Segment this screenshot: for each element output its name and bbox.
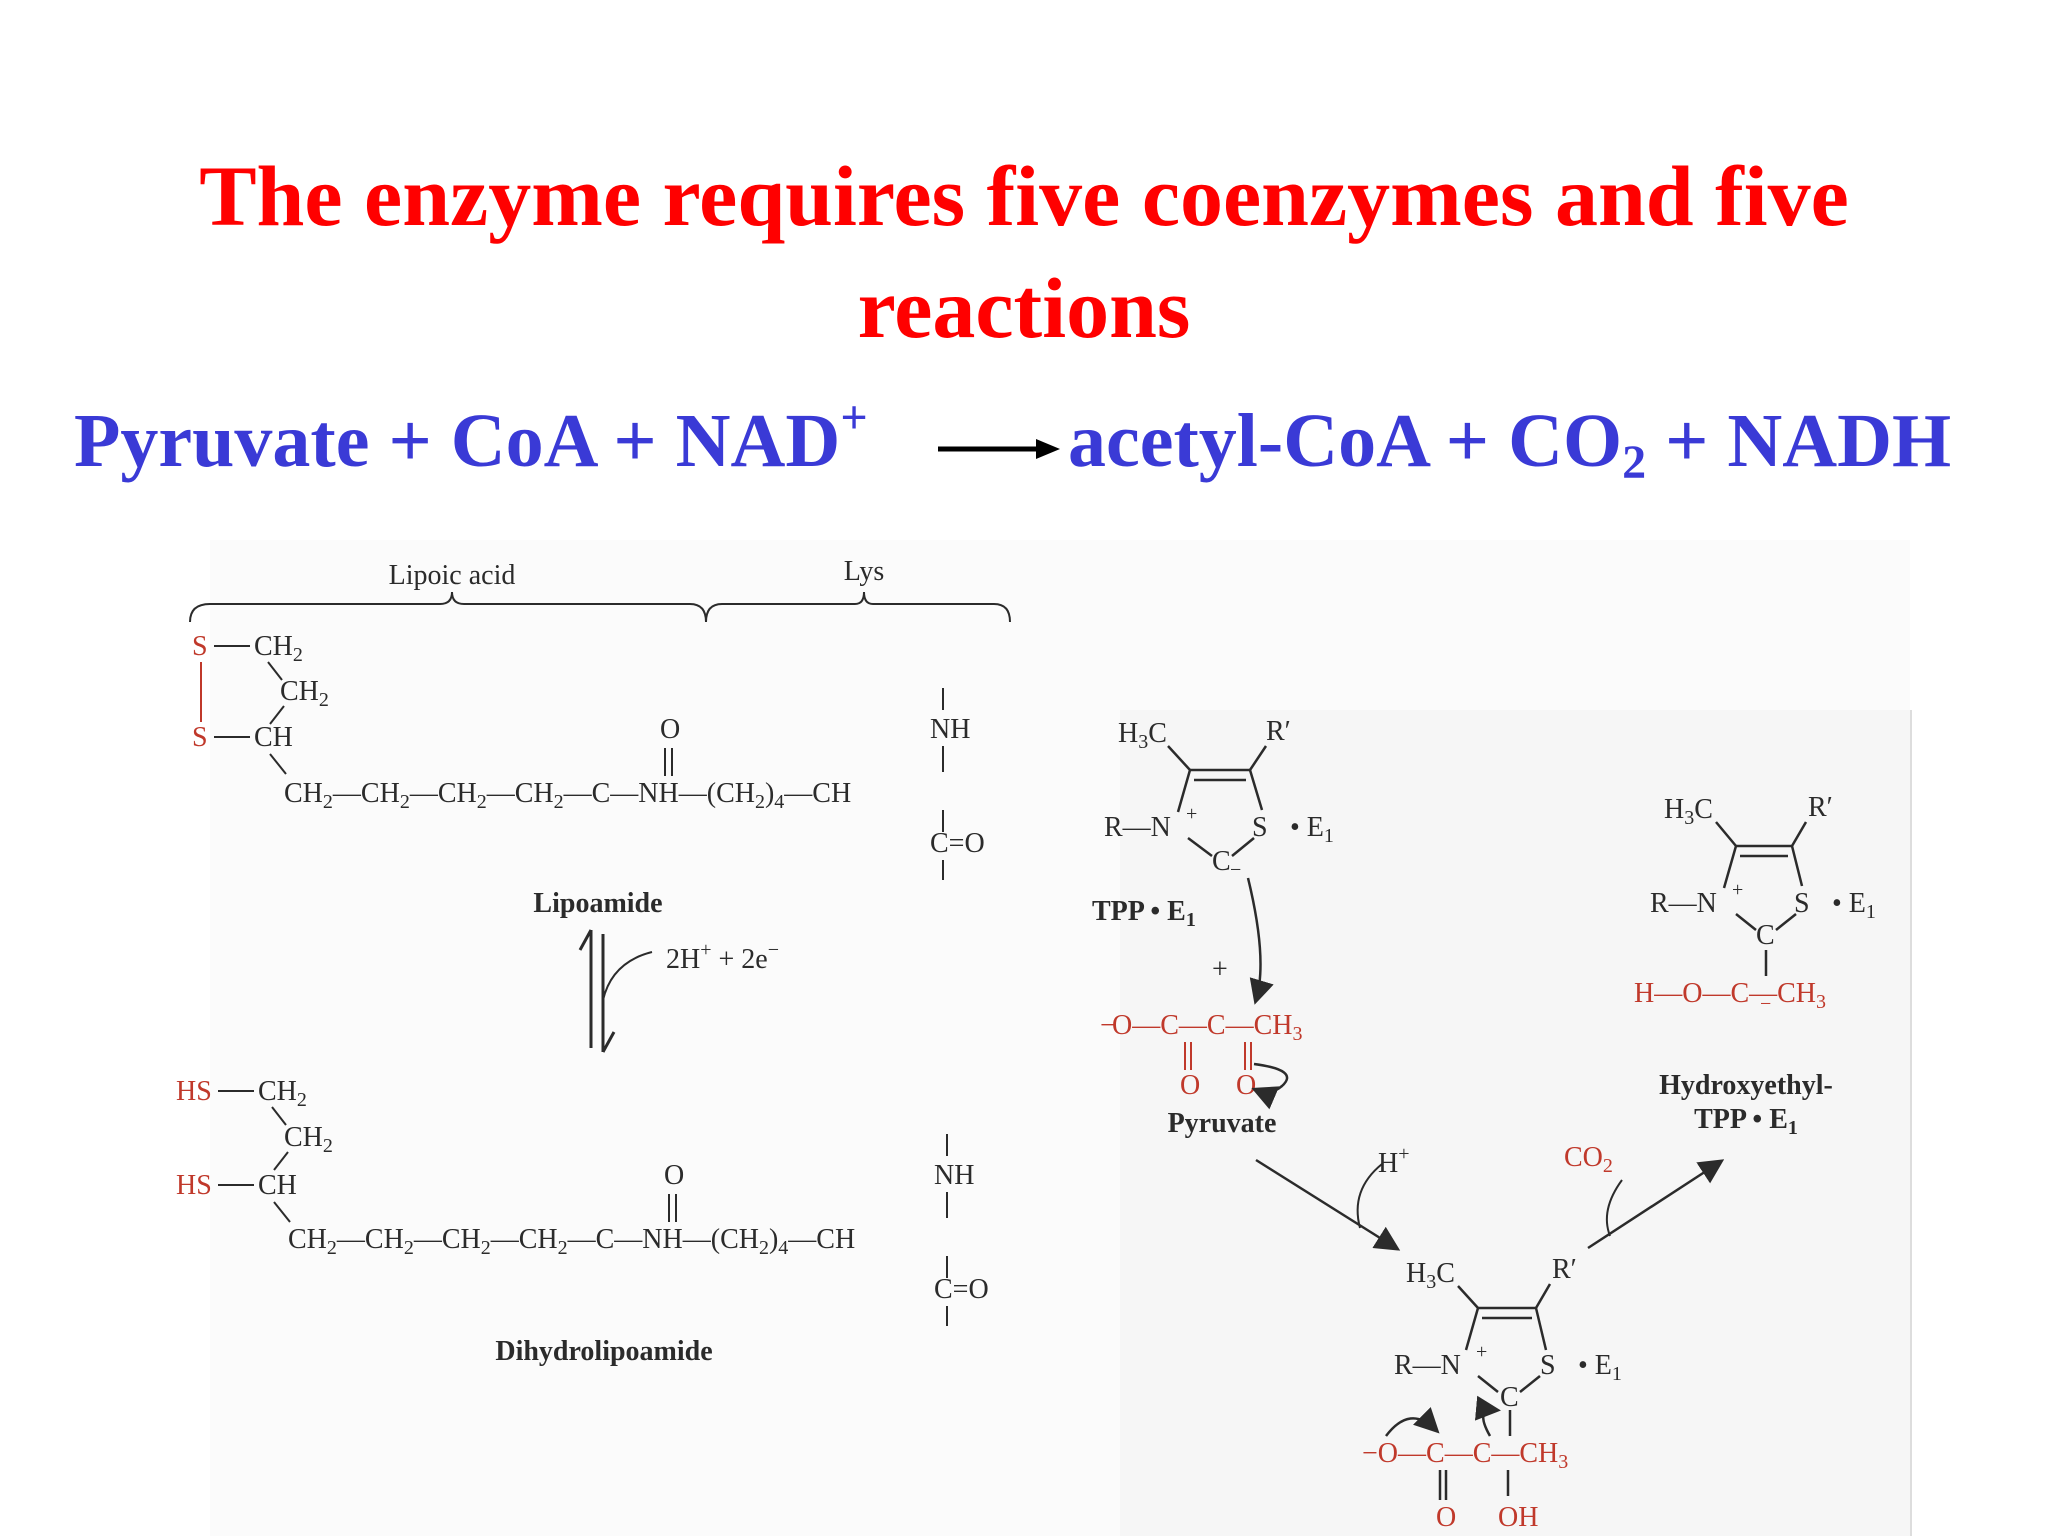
svg-text:O—C—C—CH3: O—C—C—CH3	[1112, 1010, 1302, 1045]
r-n-group: R—N	[1650, 888, 1717, 919]
lipoic-acid-label: Lipoic acid	[389, 560, 516, 591]
co2-label: CO2	[1564, 1142, 1613, 1177]
carbonyl-group: C=O	[934, 1274, 989, 1305]
lipoamide-label: Lipoamide	[533, 888, 662, 919]
carbanion: C	[1212, 846, 1231, 877]
nad-charge: +	[840, 391, 868, 444]
sulfur-atom: S	[1794, 888, 1810, 919]
nh-group: NH	[934, 1160, 974, 1191]
svg-text:−: −	[1100, 1010, 1116, 1041]
reaction-arrow-icon	[938, 439, 1060, 459]
ch2-group: CH2	[280, 676, 329, 711]
positive-charge: +	[1476, 1341, 1487, 1363]
h3c-group: H3C	[1406, 1258, 1455, 1293]
carbonyl-group: C=O	[930, 828, 985, 859]
svg-text:O: O	[1180, 1070, 1200, 1101]
slide-title: The enzyme requires five coenzymes and f…	[0, 140, 2048, 364]
e1-enzyme: • E1	[1290, 812, 1334, 847]
carbonyl-oxygen: O	[1436, 1502, 1456, 1533]
alkyl-chain: CH2—CH2—CH2—CH2—C—NH—(CH2)4—CH	[288, 1224, 855, 1259]
e1-enzyme: • E1	[1832, 888, 1876, 923]
e1-enzyme: • E1	[1578, 1350, 1622, 1385]
r-prime-group: R′	[1266, 716, 1291, 747]
carbon-atom: C	[1500, 1382, 1519, 1413]
lipoamide-structure: Lipoic acid Lys S CH2 CH2 S CH CH2—CH2—C…	[176, 556, 1011, 1367]
negative-charge: −	[1230, 859, 1241, 881]
r-prime-group: R′	[1552, 1254, 1577, 1285]
h-plus-label: H+	[1378, 1143, 1410, 1179]
hydroxyethyl-label-line1: Hydroxyethyl-	[1659, 1070, 1833, 1101]
hydroxyethyl-group: H—O—C—CH3	[1634, 978, 1826, 1013]
diagram-panel-background	[1120, 710, 1912, 1536]
reaction-arrow-icon	[1255, 1158, 1401, 1251]
carbonyl-oxygen: O	[664, 1160, 684, 1191]
sulfur-atom: S	[192, 722, 208, 753]
ch-group: CH	[258, 1170, 297, 1201]
tpp-e1-label: TPP • E1	[1092, 896, 1196, 931]
title-line-1: The enzyme requires five coenzymes and f…	[199, 148, 1849, 244]
r-prime-group: R′	[1808, 792, 1833, 823]
co2-subscript: 2	[1622, 436, 1647, 489]
sulfur-atom: S	[1540, 1350, 1556, 1381]
electron-arrow-icon	[1385, 1407, 1440, 1437]
ch-group: CH	[254, 722, 293, 753]
ch2-group: CH2	[284, 1122, 333, 1157]
attack-arrow-icon	[1246, 877, 1274, 1005]
lys-brace	[705, 591, 1011, 623]
h3c-group: H3C	[1664, 794, 1713, 829]
curved-arrow-icon	[1606, 1179, 1623, 1237]
thiazolium-ring	[1715, 821, 1808, 976]
thiazolium-ring	[1167, 745, 1268, 857]
h3c-group: H3C	[1118, 718, 1167, 753]
alkyl-chain: CH2—CH2—CH2—CH2—C—NH—(CH2)4—CH	[284, 778, 851, 813]
products-text-a: acetyl-CoA + CO	[1068, 399, 1623, 483]
hydroxyethyl-label-line2: TPP • E1	[1694, 1104, 1798, 1139]
tpp-mechanism: H3C R′ R—N + S • E1 C − TPP • E1 + − O—C…	[1092, 716, 1876, 1533]
sulfur-atom: S	[192, 631, 208, 662]
electron-arrow-icon	[1251, 1062, 1289, 1110]
overall-reaction-equation: Pyruvate + CoA + NAD+ acetyl-CoA + CO2 +…	[0, 391, 2048, 508]
electron-arrow-icon	[1474, 1395, 1501, 1437]
thiazolium-ring	[1438, 1283, 1552, 1500]
ch2-group: CH2	[258, 1076, 307, 1111]
lipoic-acid-brace	[189, 591, 707, 623]
thiol-group: HS	[176, 1076, 212, 1107]
sulfur-atom: S	[1252, 812, 1268, 843]
pyruvate-label: Pyruvate	[1168, 1108, 1277, 1139]
reactants-text: Pyruvate + CoA + NAD	[74, 399, 841, 483]
nh-group: NH	[930, 714, 970, 745]
svg-text:O: O	[1236, 1070, 1256, 1101]
hydroxyl-group: OH	[1498, 1502, 1538, 1533]
pyruvate-structure: − O—C—C—CH3 O O	[1100, 1010, 1302, 1101]
plus-sign: +	[1212, 954, 1228, 985]
carbonyl-oxygen: O	[660, 714, 680, 745]
carbon-atom: C	[1756, 920, 1775, 951]
negative-charge: −	[1760, 993, 1771, 1015]
products: acetyl-CoA + CO2 + NADH	[1068, 398, 1951, 490]
curved-arrow-icon	[1356, 1163, 1383, 1229]
positive-charge: +	[1186, 803, 1197, 825]
thiol-group: HS	[176, 1170, 212, 1201]
curved-arrow-icon	[602, 951, 653, 1001]
lys-label: Lys	[844, 556, 884, 587]
carboxylate-group: −O—C—C—CH3	[1362, 1438, 1568, 1473]
r-n-group: R—N	[1104, 812, 1171, 843]
r-n-group: R—N	[1394, 1350, 1461, 1381]
equilibrium-label: 2H+ + 2e−	[666, 939, 779, 975]
products-text-b: + NADH	[1646, 399, 1952, 483]
ch2-group: CH2	[254, 631, 303, 666]
positive-charge: +	[1732, 879, 1743, 901]
title-line-2: reactions	[857, 260, 1191, 356]
dihydrolipoamide-label: Dihydrolipoamide	[495, 1336, 712, 1367]
reactants: Pyruvate + CoA + NAD+	[74, 391, 868, 485]
